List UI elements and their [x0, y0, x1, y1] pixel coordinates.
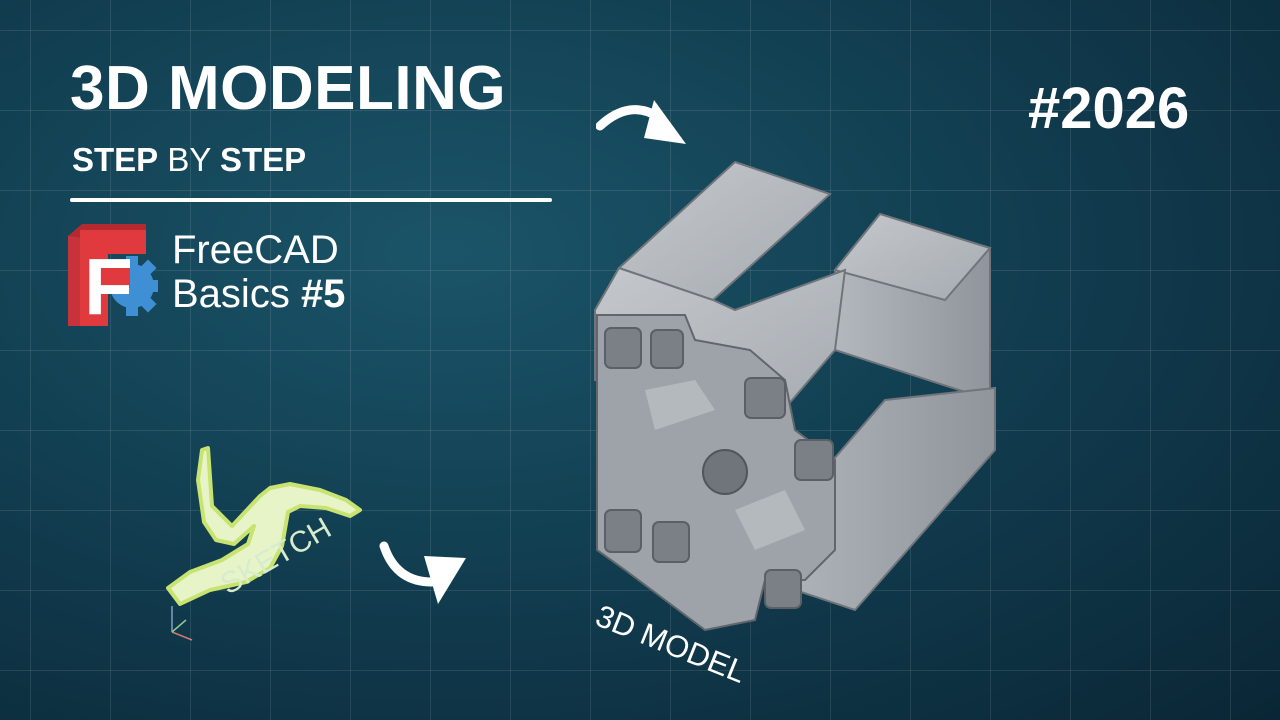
- series-line-freecad: FreeCAD: [172, 228, 339, 272]
- series-basics-word: Basics: [172, 272, 290, 316]
- extrusion-model: [594, 160, 996, 632]
- subtitle-word-step: STEP: [72, 141, 159, 178]
- curved-arrow-icon: [596, 100, 686, 144]
- freecad-logo-icon: F: [68, 224, 158, 328]
- subtitle-word-step-2: STEP: [219, 141, 307, 178]
- episode-number: #2026: [1028, 76, 1190, 141]
- logo-letter: F: [84, 242, 133, 328]
- title-divider: [70, 198, 552, 202]
- page-subtitle: STEP BY STEP: [72, 143, 306, 176]
- series-line-basics: Basics #5: [172, 272, 345, 316]
- sketch-profile: [166, 446, 362, 641]
- series-title: FreeCAD Basics #5: [172, 228, 345, 316]
- subtitle-word-by: BY: [167, 141, 211, 178]
- page-title: 3D MODELING: [70, 54, 507, 123]
- curved-arrow-icon: [379, 541, 466, 604]
- series-number: #5: [300, 272, 346, 316]
- axis-triad-icon: [171, 606, 193, 641]
